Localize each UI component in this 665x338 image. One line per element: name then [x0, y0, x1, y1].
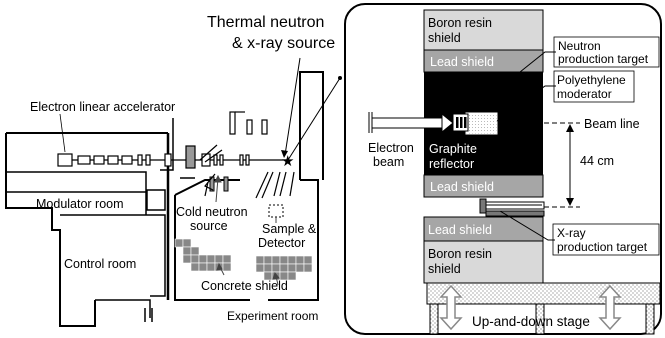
accelerator-leader — [59, 113, 66, 153]
label-lead-top: Lead shield — [430, 55, 494, 69]
label-boron-top-1: Boron resin — [428, 16, 492, 30]
label-cold-source-1: Cold neutron — [176, 205, 248, 219]
label-boron-low-1: Boron resin — [428, 247, 492, 261]
stage-leg-right — [645, 303, 655, 335]
title-line2: & x-ray source — [232, 35, 335, 52]
polyethylene-moderator — [465, 112, 498, 135]
concrete-blocks-left — [174, 238, 232, 272]
target-plate-1 — [456, 117, 459, 128]
label-boron-top-2: shield — [428, 31, 461, 45]
lead-shield-mid — [423, 174, 544, 198]
distance-arrowhead-bottom — [566, 198, 574, 206]
label-cold-source-2: source — [190, 219, 228, 233]
label-stage: Up-and-down stage — [472, 314, 590, 329]
zoom-pointer-dot — [338, 76, 342, 80]
floor-plan-leaders — [214, 174, 280, 286]
label-boron-low-2: shield — [428, 262, 461, 276]
label-modulator-room: Modulator room — [36, 197, 124, 211]
sample-detector-box — [268, 204, 284, 218]
label-electron-beam-1: Electron — [368, 141, 414, 155]
label-graphite-1: Graphite — [429, 142, 477, 156]
target-plate-2 — [460, 117, 463, 128]
stage-platform — [426, 282, 661, 305]
label-sample-1: Sample & — [262, 222, 317, 236]
target-plate-3 — [464, 117, 467, 128]
label-x-ray-2: production target — [557, 240, 648, 254]
zoom-pointer — [287, 77, 341, 161]
label-graphite-2: reflector — [429, 157, 474, 171]
label-moderator-1: Polyethylene — [557, 73, 626, 87]
label-experiment-room: Experiment room — [227, 309, 318, 323]
stage-arrow-right-icon — [598, 284, 622, 331]
detail-leaders — [469, 51, 556, 241]
label-lead-mid: Lead shield — [430, 180, 494, 194]
accelerator-beamline — [57, 144, 288, 169]
stage-arrow-left-icon — [439, 284, 463, 331]
label-neutron-target-1: Neutron — [558, 39, 601, 53]
title-line1: Thermal neutron — [207, 14, 324, 31]
label-control-room: Control room — [64, 257, 136, 271]
label-concrete: Concrete shield — [201, 279, 288, 293]
label-distance: 44 cm — [580, 154, 614, 168]
electron-beam-arrow — [368, 112, 454, 134]
concrete-blocks-right — [255, 255, 313, 281]
label-x-ray-1: X-ray — [557, 226, 586, 240]
stage-leg-mid — [535, 303, 545, 335]
callout-neutron-target — [553, 36, 660, 68]
label-moderator-2: moderator — [557, 87, 612, 101]
callout-x-ray — [552, 223, 660, 256]
title-pointer — [284, 57, 301, 156]
stage-leg-left — [429, 303, 439, 335]
boron-shield-low — [423, 240, 544, 284]
distance-arrowhead-top — [566, 124, 574, 132]
title-pointer-head — [281, 150, 288, 158]
facility-floor-plan — [5, 71, 324, 327]
label-accelerator: Electron linear accelerator — [30, 100, 175, 114]
callout-moderator — [553, 70, 635, 103]
label-sample-2: Detector — [258, 236, 305, 250]
x-ray-target-assembly — [479, 198, 545, 217]
neutron-guides — [204, 171, 295, 199]
label-beam-line: Beam line — [584, 117, 640, 131]
label-lead-low: Lead shield — [428, 223, 492, 237]
label-neutron-target-2: production target — [558, 52, 649, 66]
label-electron-beam-2: beam — [373, 155, 404, 169]
